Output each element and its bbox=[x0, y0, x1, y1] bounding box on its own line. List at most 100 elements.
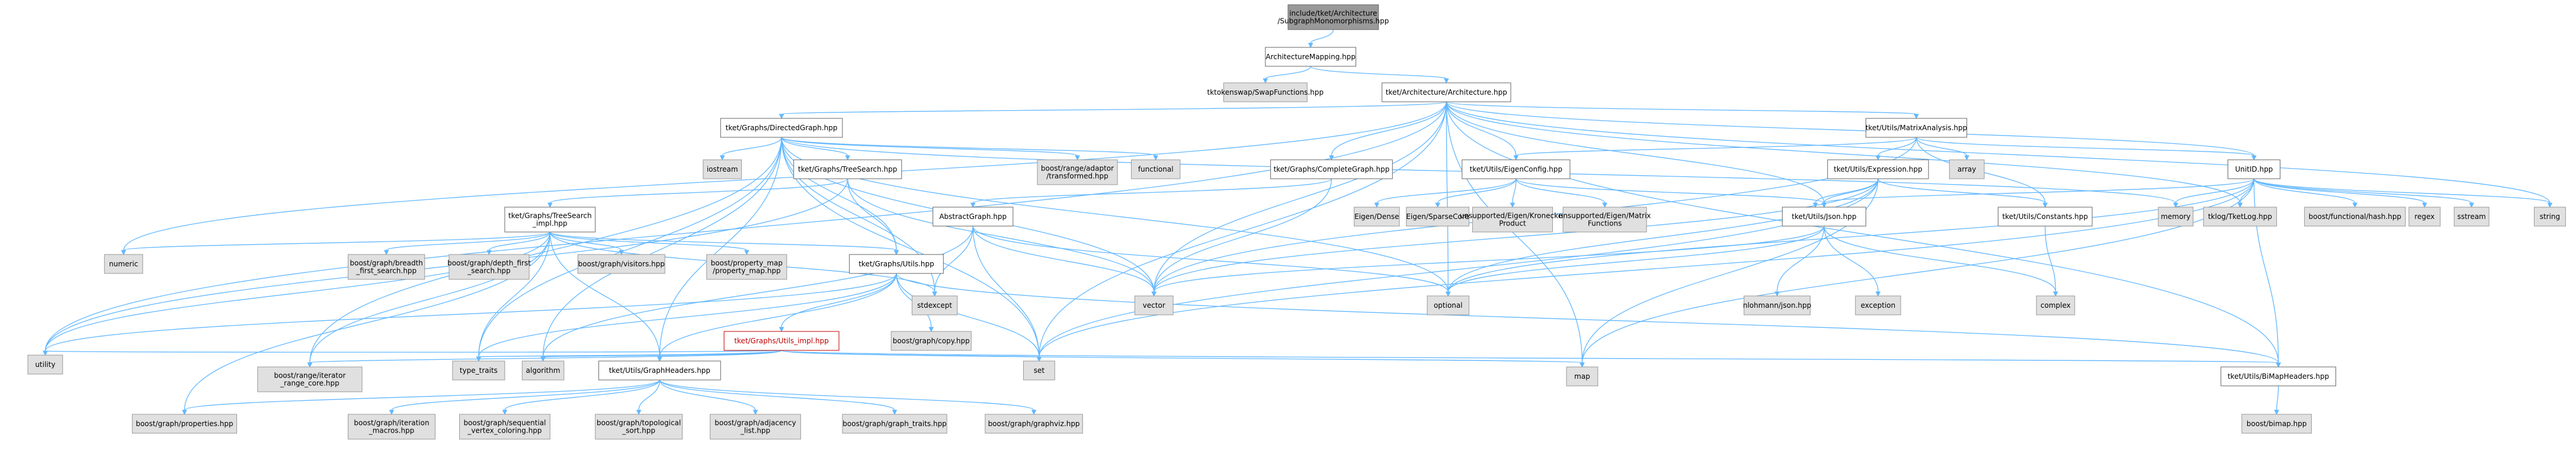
node-label: tket/Utils/BiMapHeaders.hpp bbox=[2228, 372, 2329, 381]
node-set[interactable]: set bbox=[1023, 360, 1055, 381]
node-box bbox=[793, 159, 902, 179]
node-tklog[interactable]: tklog/TketLog.hpp bbox=[2203, 207, 2277, 227]
node-swapfn[interactable]: tktokenswap/SwapFunctions.hpp bbox=[1207, 82, 1324, 102]
node-utilsimpl[interactable]: tket/Graphs/Utils_impl.hpp bbox=[723, 331, 840, 351]
node-label: include/tket/Architecture bbox=[1289, 9, 1377, 18]
edge-graphheaders-to-topsort bbox=[636, 379, 661, 415]
node-nlohmann[interactable]: nlohmann/json.hpp bbox=[1743, 295, 1811, 315]
node-visitors[interactable]: boost/graph/visitors.hpp bbox=[577, 254, 665, 274]
node-iostream[interactable]: iostream bbox=[703, 159, 742, 179]
node-iterationmacros[interactable]: boost/graph/iteration_macros.hpp bbox=[348, 414, 435, 440]
node-box bbox=[1744, 295, 1811, 315]
node-adjlist[interactable]: boost/graph/adjacency_list.hpp bbox=[710, 414, 801, 440]
node-treesearchimpl[interactable]: tket/Graphs/TreeSearch_impl.hpp bbox=[504, 207, 596, 233]
node-label: boost/graph/properties.hpp bbox=[136, 420, 233, 428]
node-eigendense[interactable]: Eigen/Dense bbox=[1354, 207, 1400, 227]
node-treesearch[interactable]: tket/Graphs/TreeSearch.hpp bbox=[793, 159, 902, 179]
node-label: boost/graph/visitors.hpp bbox=[578, 260, 665, 268]
edge-dirgraph-to-iostream bbox=[719, 137, 782, 161]
node-numeric[interactable]: numeric bbox=[104, 254, 143, 274]
node-label: algorithm bbox=[526, 366, 560, 375]
node-algorithm[interactable]: algorithm bbox=[521, 360, 565, 381]
node-arch[interactable]: tket/Architecture/Architecture.hpp bbox=[1382, 82, 1511, 102]
node-label: functional bbox=[1138, 165, 1174, 173]
node-archmap[interactable]: ArchitectureMapping.hpp bbox=[1265, 47, 1357, 67]
node-box bbox=[1472, 207, 1553, 233]
node-box bbox=[1354, 207, 1400, 227]
edge-arch-to-dirgraph bbox=[778, 101, 1447, 120]
node-utility[interactable]: utility bbox=[27, 355, 63, 375]
node-graphheaders[interactable]: tket/Utils/GraphHeaders.hpp bbox=[598, 360, 721, 381]
node-boostbimap[interactable]: boost/bimap.hpp bbox=[2241, 414, 2312, 434]
node-eigenconfig[interactable]: tket/Utils/EigenConfig.hpp bbox=[1462, 159, 1571, 179]
node-box bbox=[577, 254, 665, 274]
node-breadth[interactable]: boost/graph/breadth_first_search.hpp bbox=[348, 254, 425, 280]
node-sstream[interactable]: sstream bbox=[2453, 207, 2490, 227]
node-label: boost/graph/graphviz.hpp bbox=[988, 420, 1080, 428]
edge-utilsimpl-to-typetraits bbox=[476, 350, 782, 362]
node-box bbox=[2241, 414, 2312, 434]
node-box bbox=[1223, 82, 1308, 102]
node-box bbox=[348, 254, 425, 280]
node-box bbox=[710, 414, 801, 440]
node-box bbox=[2227, 159, 2281, 179]
node-label: tket/Graphs/Utils_impl.hpp bbox=[734, 337, 829, 345]
node-constants[interactable]: tket/Utils/Constants.hpp bbox=[1998, 207, 2093, 227]
node-unitid[interactable]: UnitID.hpp bbox=[2227, 159, 2281, 179]
edge-matrix-to-array bbox=[1915, 137, 1970, 161]
node-label: sstream bbox=[2458, 212, 2486, 221]
node-label: tket/Graphs/TreeSearch bbox=[508, 212, 592, 220]
edge-eigenconfig-to-kronecker bbox=[1510, 178, 1517, 208]
node-label: boost/graph/graph_traits.hpp bbox=[842, 420, 947, 428]
edge-graphheaders-to-graphtraits bbox=[659, 379, 898, 415]
node-array[interactable]: array bbox=[1949, 159, 1985, 179]
node-string[interactable]: string bbox=[2533, 207, 2566, 227]
node-expression[interactable]: tket/Utils/Expression.hpp bbox=[1827, 159, 1929, 179]
node-box bbox=[1023, 360, 1055, 381]
node-regex[interactable]: regex bbox=[2408, 207, 2441, 227]
node-box bbox=[2203, 207, 2277, 227]
node-typetraits[interactable]: type_traits bbox=[452, 360, 505, 381]
node-propmap[interactable]: boost/property_map/property_map.hpp bbox=[706, 254, 787, 280]
node-box bbox=[1562, 207, 1647, 233]
node-eigensparse[interactable]: Eigen/SparseCore bbox=[1406, 207, 1470, 227]
node-map[interactable]: map bbox=[1566, 366, 1598, 386]
edge-unitid-to-sstream bbox=[2253, 178, 2475, 208]
node-box bbox=[1462, 159, 1571, 179]
edge-arch-to-optional bbox=[1445, 101, 1451, 297]
node-graphtraits[interactable]: boost/graph/graph_traits.hpp bbox=[842, 414, 947, 434]
node-bimap[interactable]: tket/Utils/BiMapHeaders.hpp bbox=[2221, 366, 2337, 386]
edge-arch-to-bimap bbox=[1446, 101, 2281, 368]
node-functional[interactable]: functional bbox=[1131, 159, 1181, 179]
node-label: unsupported/Eigen/Matrix bbox=[1559, 212, 1651, 220]
node-vector[interactable]: vector bbox=[1134, 295, 1174, 315]
node-box bbox=[1134, 295, 1174, 315]
node-rangeadaptor[interactable]: boost/range/adaptor/transformed.hpp bbox=[1037, 159, 1118, 185]
node-properties[interactable]: boost/graph/properties.hpp bbox=[132, 414, 238, 434]
edge-unitid-to-json bbox=[1821, 178, 2255, 208]
node-graphviz[interactable]: boost/graph/graphviz.hpp bbox=[985, 414, 1083, 434]
node-json[interactable]: tket/Utils/Json.hpp bbox=[1782, 207, 1866, 227]
node-memory[interactable]: memory bbox=[2158, 207, 2194, 227]
node-complex[interactable]: complex bbox=[2036, 295, 2075, 315]
node-graphutils[interactable]: tket/Graphs/Utils.hpp bbox=[849, 254, 944, 274]
node-label: tket/Graphs/CompleteGraph.hpp bbox=[1274, 165, 1390, 173]
node-dirgraph[interactable]: tket/Graphs/DirectedGraph.hpp bbox=[720, 118, 843, 138]
node-stdexcept[interactable]: stdexcept bbox=[911, 295, 958, 315]
node-topsort[interactable]: boost/graph/topological_sort.hpp bbox=[595, 414, 683, 440]
node-completegraph[interactable]: tket/Graphs/CompleteGraph.hpp bbox=[1270, 159, 1393, 179]
node-depth[interactable]: boost/graph/depth_first_search.hpp bbox=[447, 254, 531, 280]
node-optional[interactable]: optional bbox=[1427, 295, 1470, 315]
node-matrix[interactable]: tket/Utils/MatrixAnalysis.hpp bbox=[1866, 118, 1968, 138]
edge-treesearchimpl-to-breadth bbox=[383, 231, 551, 256]
node-exception[interactable]: exception bbox=[1855, 295, 1901, 315]
node-boostfnhash[interactable]: boost/functional/hash.hpp bbox=[2304, 207, 2406, 227]
node-abstractgraph[interactable]: AbstractGraph.hpp bbox=[933, 207, 1014, 227]
node-rangeiter[interactable]: boost/range/iterator_range_core.hpp bbox=[257, 366, 363, 392]
node-seqcoloring[interactable]: boost/graph/sequential_vertex_coloring.h… bbox=[459, 414, 550, 440]
node-label: exception bbox=[1861, 301, 1896, 310]
node-graphcopy[interactable]: boost/graph/copy.hpp bbox=[890, 331, 972, 351]
node-label: vector bbox=[1143, 301, 1165, 310]
